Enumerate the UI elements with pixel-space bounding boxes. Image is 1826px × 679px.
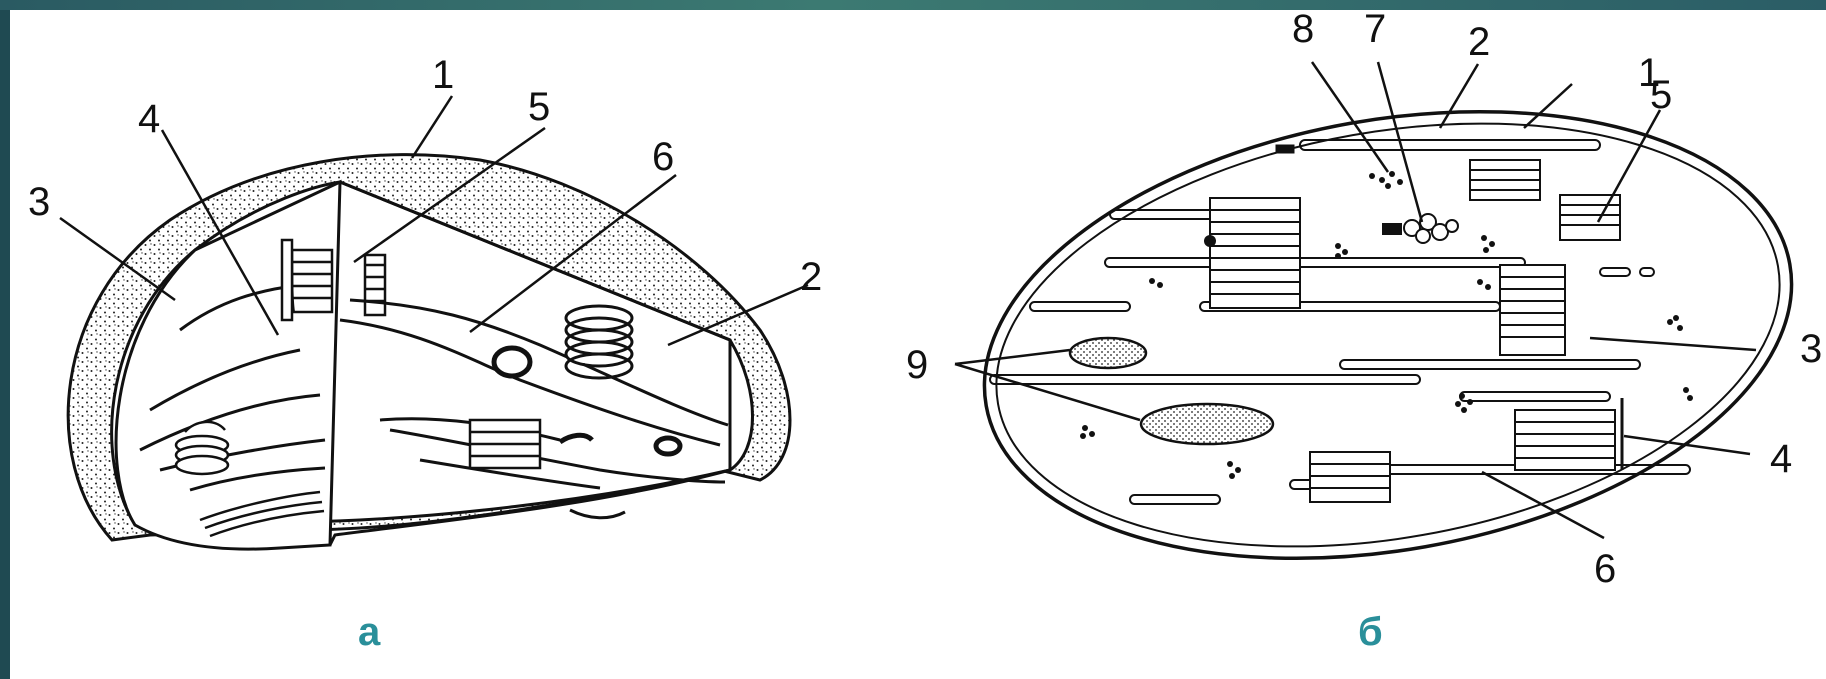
label-a-4: 4: [138, 97, 160, 141]
granum-b-2: [1470, 160, 1540, 200]
granum-b-3: [1560, 195, 1620, 240]
dark-body: [1276, 145, 1294, 153]
granum-b-1: [1210, 198, 1300, 308]
granum-b-4: [1500, 265, 1565, 355]
label-b-9: 9: [906, 343, 928, 387]
label-a-6: 6: [652, 135, 674, 179]
label-a-1: 1: [432, 53, 454, 97]
panel-a-drawing: [68, 155, 790, 549]
granum-b-6: [1310, 452, 1390, 502]
label-a-5: 5: [528, 85, 550, 129]
label-b-5: 5: [1650, 73, 1672, 117]
label-b-3: 3: [1800, 327, 1822, 371]
starch-grain-large: [1141, 404, 1273, 444]
label-b-8: 8: [1292, 7, 1314, 51]
label-b-6: 6: [1594, 547, 1616, 591]
label-a-2: 2: [800, 255, 822, 299]
panel-b-drawing: [949, 52, 1826, 617]
label-a-3: 3: [28, 180, 50, 224]
label-b-4: 4: [1770, 437, 1792, 481]
label-b-2: 2: [1468, 20, 1490, 64]
panel-b-caption: б: [1358, 610, 1383, 654]
starch-grain-small: [1070, 338, 1146, 368]
outer-membrane-b: [949, 52, 1826, 617]
label-b-7: 7: [1364, 7, 1386, 51]
granum-b-5: [1515, 410, 1615, 470]
panel-a-caption: а: [358, 610, 381, 654]
